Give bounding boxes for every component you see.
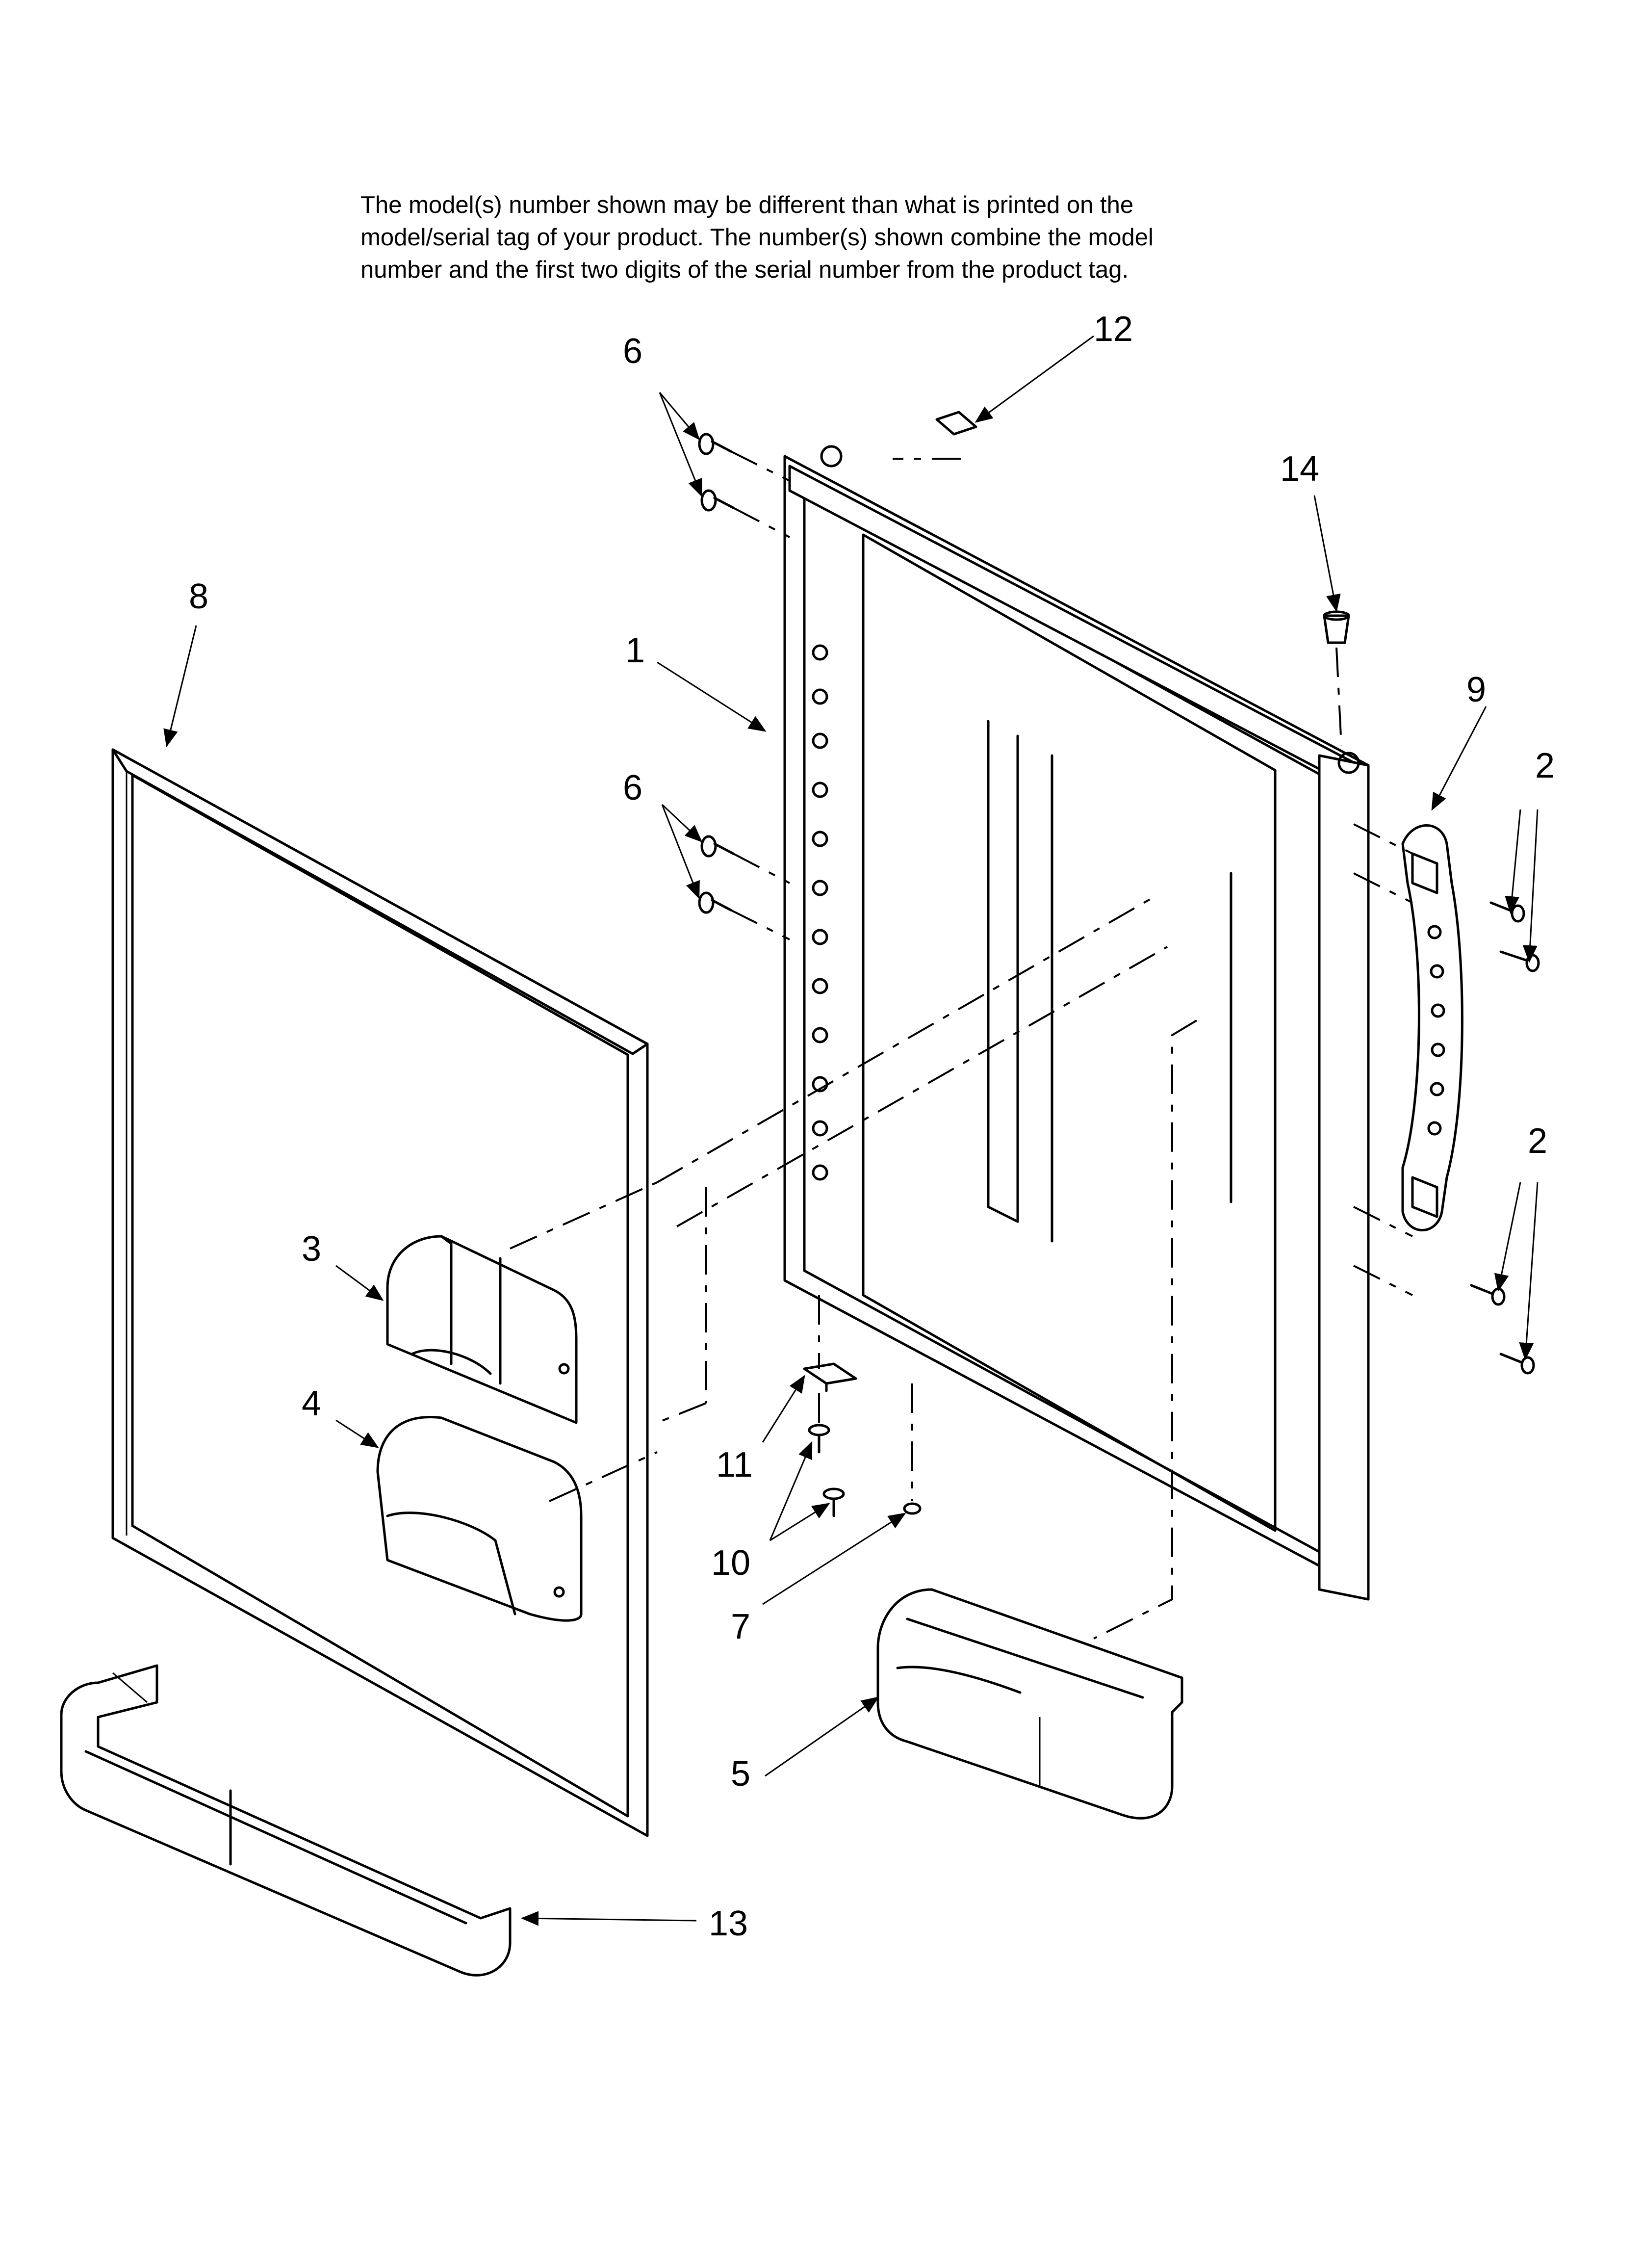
callout-6-lower: 6 (623, 768, 642, 808)
dairy-bin-part-3 (386, 1235, 578, 1424)
callout-13: 13 (709, 1904, 748, 1943)
door-bin-part-4 (376, 1416, 583, 1622)
callout-9: 9 (1466, 670, 1486, 709)
bracket-part-11 (803, 1362, 857, 1392)
door-liner-part-1 (783, 455, 1370, 1593)
callout-11: 11 (716, 1445, 753, 1485)
plug-part-7 (903, 1502, 922, 1515)
callout-14: 14 (1280, 449, 1319, 489)
callout-5: 5 (731, 1754, 750, 1794)
screw-part-6-mid-a (700, 835, 735, 858)
screw-part-2-b (1499, 950, 1540, 972)
screw-part-6-mid-b (698, 891, 732, 914)
callout-2-lower: 2 (1528, 1121, 1547, 1161)
door-panel-part-8 (111, 748, 649, 1837)
screw-part-6-top-a (698, 433, 732, 455)
callout-8: 8 (189, 577, 208, 616)
door-shelf-part-13 (60, 1664, 512, 1977)
callout-1: 1 (625, 631, 645, 670)
note-line-2: model/serial tag of your product. The nu… (360, 224, 1154, 251)
door-bin-part-5 (876, 1588, 1183, 1820)
clip-part-12 (935, 411, 977, 436)
callout-7: 7 (731, 1607, 750, 1646)
screw-part-2-d (1499, 1353, 1535, 1375)
callout-10: 10 (711, 1543, 750, 1583)
model-number-note: The model(s) number shown may be differe… (360, 189, 1390, 286)
screw-part-2-a (1489, 901, 1525, 923)
alignment-lines (510, 450, 1413, 1640)
callout-3: 3 (302, 1229, 321, 1269)
handle-part-9 (1401, 824, 1463, 1231)
screw-part-6-top-b (700, 489, 735, 512)
door-outer-shell (788, 445, 1370, 1601)
callout-4: 4 (302, 1384, 321, 1423)
callout-6-upper: 6 (623, 332, 642, 371)
callout-12: 12 (1094, 310, 1133, 349)
note-line-1: The model(s) number shown may be differe… (360, 192, 1134, 218)
callout-2-upper: 2 (1535, 746, 1555, 785)
callout-arrows (163, 335, 1539, 1926)
note-line-3: number and the first two digits of the s… (360, 257, 1129, 283)
screw-part-10-b (822, 1487, 845, 1517)
screw-part-10-a (808, 1424, 830, 1454)
plug-part-14 (1323, 610, 1350, 644)
callout-labels: 1 2 2 3 4 5 6 6 7 8 9 10 11 12 13 14 (189, 310, 1555, 1943)
